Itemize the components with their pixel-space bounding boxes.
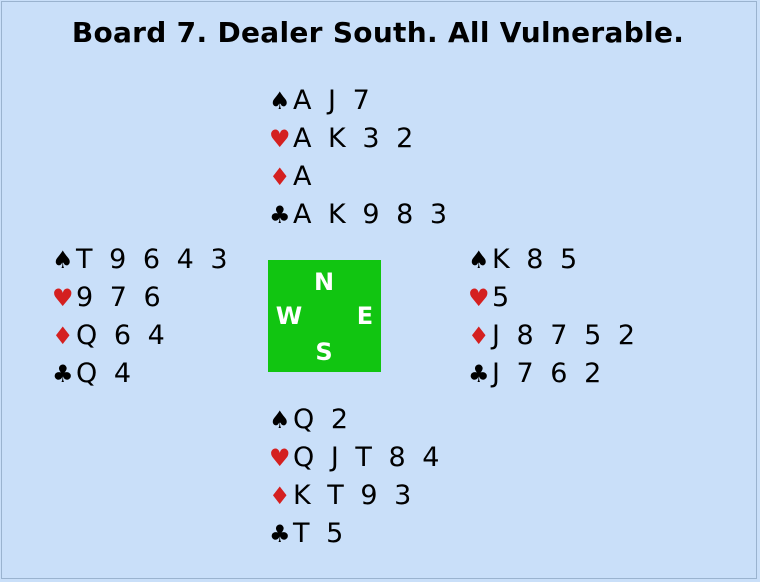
west-hearts-row: ♥9 7 6 (52, 279, 232, 317)
spade-icon: ♠ (468, 246, 490, 274)
club-icon: ♣ (269, 520, 291, 548)
south-hearts-row: ♥Q J T 8 4 (269, 439, 443, 477)
north-diamonds-row: ♦A (269, 158, 451, 196)
diamond-icon: ♦ (468, 322, 490, 350)
east-hand: ♠K 8 5 ♥5 ♦J 8 7 5 2 ♣J 7 6 2 (468, 241, 639, 393)
east-diamonds-row: ♦J 8 7 5 2 (468, 317, 639, 355)
east-diamonds: J 8 7 5 2 (492, 320, 640, 351)
south-hand: ♠Q 2 ♥Q J T 8 4 ♦K T 9 3 ♣T 5 (269, 401, 443, 553)
north-diamonds: A (293, 161, 316, 192)
south-hearts: Q J T 8 4 (293, 442, 444, 473)
west-clubs: Q 4 (76, 358, 136, 389)
north-spades: A J 7 (293, 85, 374, 116)
east-clubs: J 7 6 2 (492, 358, 606, 389)
compass-north-label: N (313, 268, 335, 296)
north-clubs: A K 9 8 3 (293, 199, 452, 230)
diamond-icon: ♦ (52, 322, 74, 350)
west-spades-row: ♠T 9 6 4 3 (52, 241, 232, 279)
east-spades-row: ♠K 8 5 (468, 241, 639, 279)
north-hearts: A K 3 2 (293, 123, 418, 154)
west-diamonds: Q 6 4 (76, 320, 169, 351)
spade-icon: ♠ (269, 406, 291, 434)
heart-icon: ♥ (468, 284, 490, 312)
club-icon: ♣ (269, 201, 291, 229)
compass-east-label: E (356, 302, 374, 330)
heart-icon: ♥ (52, 284, 74, 312)
club-icon: ♣ (468, 360, 490, 388)
west-hearts: 9 7 6 (76, 282, 165, 313)
heart-icon: ♥ (269, 125, 291, 153)
south-clubs-row: ♣T 5 (269, 515, 443, 553)
east-clubs-row: ♣J 7 6 2 (468, 355, 639, 393)
east-spades: K 8 5 (492, 244, 582, 275)
west-diamonds-row: ♦Q 6 4 (52, 317, 232, 355)
south-clubs: T 5 (293, 518, 348, 549)
board-title: Board 7. Dealer South. All Vulnerable. (71, 16, 685, 49)
compass-south-label: S (315, 338, 333, 366)
club-icon: ♣ (52, 360, 74, 388)
north-hearts-row: ♥A K 3 2 (269, 120, 451, 158)
west-spades: T 9 6 4 3 (76, 244, 232, 275)
south-spades-row: ♠Q 2 (269, 401, 443, 439)
compass: N W E S (268, 260, 381, 372)
south-spades: Q 2 (293, 404, 353, 435)
north-clubs-row: ♣A K 9 8 3 (269, 196, 451, 234)
west-clubs-row: ♣Q 4 (52, 355, 232, 393)
south-diamonds: K T 9 3 (293, 480, 416, 511)
spade-icon: ♠ (269, 87, 291, 115)
north-spades-row: ♠A J 7 (269, 82, 451, 120)
south-diamonds-row: ♦K T 9 3 (269, 477, 443, 515)
east-hearts-row: ♥5 (468, 279, 639, 317)
east-hearts: 5 (492, 282, 514, 313)
diamond-icon: ♦ (269, 482, 291, 510)
compass-west-label: W (275, 302, 303, 330)
north-hand: ♠A J 7 ♥A K 3 2 ♦A ♣A K 9 8 3 (269, 82, 451, 234)
spade-icon: ♠ (52, 246, 74, 274)
west-hand: ♠T 9 6 4 3 ♥9 7 6 ♦Q 6 4 ♣Q 4 (52, 241, 232, 393)
diamond-icon: ♦ (269, 163, 291, 191)
heart-icon: ♥ (269, 444, 291, 472)
